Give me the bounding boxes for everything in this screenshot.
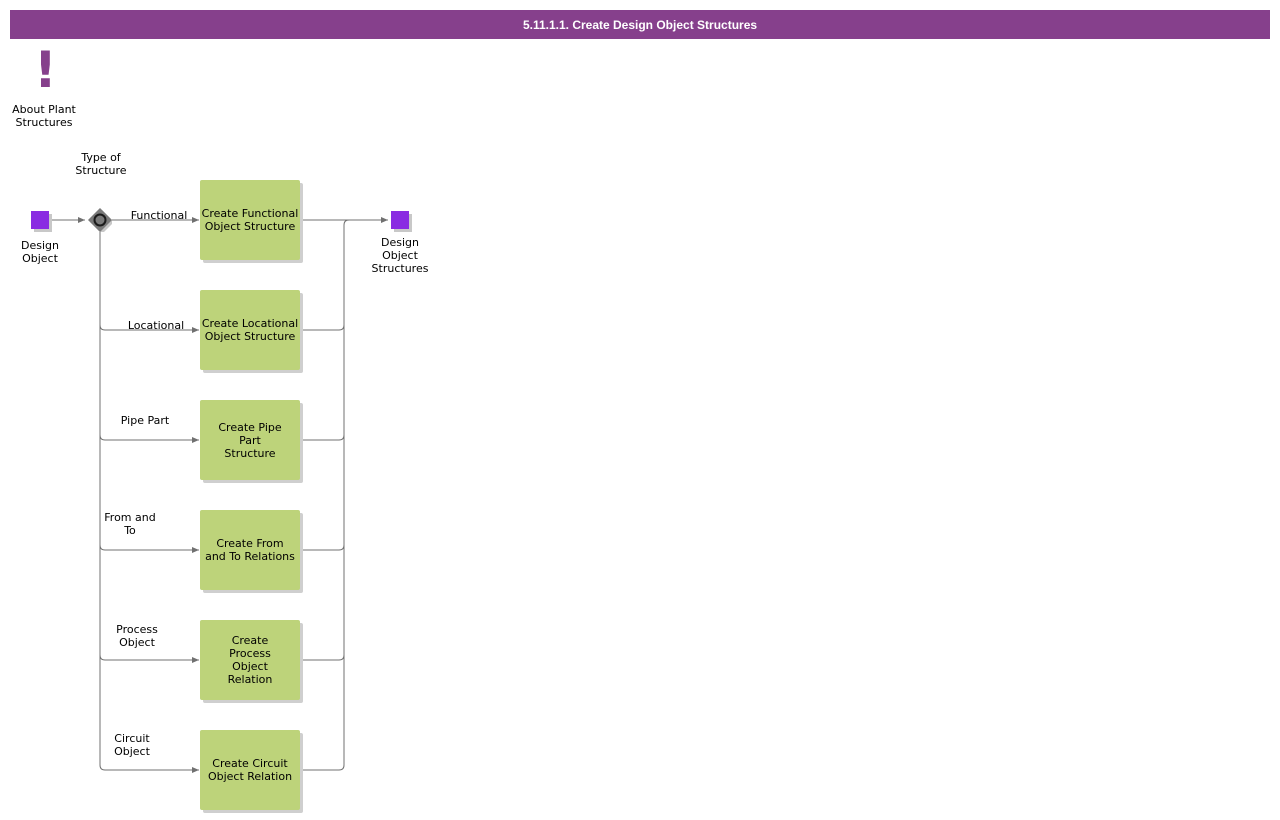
- connector-task6-out: [300, 764, 345, 771]
- connector-task5-out: [300, 654, 345, 661]
- about-plant-structures-label[interactable]: About Plant Structures: [12, 103, 76, 129]
- exclusive-gateway[interactable]: [88, 208, 112, 232]
- condition-label-pipe-part: Pipe Part: [120, 414, 170, 427]
- condition-label-from-to: From and To: [104, 511, 156, 537]
- connector-trunk-bottom-corner: [99, 764, 106, 771]
- task-create-locational-object-structure[interactable]: Create Locational Object Structure: [200, 290, 300, 370]
- condition-label-functional: Functional: [130, 209, 188, 222]
- connector-branch-process: [99, 654, 199, 663]
- task-create-pipe-part-structure[interactable]: Create Pipe Part Structure: [200, 400, 300, 480]
- connector-task4-out: [300, 544, 345, 551]
- task-create-process-object-relation[interactable]: Create Process Object Relation: [200, 620, 300, 700]
- end-event[interactable]: [391, 211, 409, 229]
- connector-branch-locational: [99, 324, 199, 333]
- connector-branch-pipe-part: [99, 434, 199, 443]
- condition-label-circuit: Circuit Object: [114, 732, 150, 758]
- exclamation-icon[interactable]: !: [34, 41, 57, 99]
- start-event[interactable]: [31, 211, 49, 229]
- start-event-label: Design Object: [21, 239, 59, 265]
- task-create-functional-object-structure[interactable]: Create Functional Object Structure: [200, 180, 300, 260]
- gateway-label: Type of Structure: [75, 151, 127, 177]
- diagram-title: 5.11.1.1. Create Design Object Structure…: [10, 10, 1270, 39]
- condition-label-locational: Locational: [127, 319, 185, 332]
- task-create-from-and-to-relations[interactable]: Create From and To Relations: [200, 510, 300, 590]
- end-event-label: Design Object Structures: [371, 236, 429, 275]
- condition-label-process: Process Object: [116, 623, 158, 649]
- task-create-circuit-object-relation[interactable]: Create Circuit Object Relation: [200, 730, 300, 810]
- connector-task3-out: [300, 434, 345, 441]
- connector-merge-top-corner: [343, 219, 350, 226]
- connector-branch-from-to: [99, 544, 199, 553]
- connector-task2-out: [300, 324, 345, 331]
